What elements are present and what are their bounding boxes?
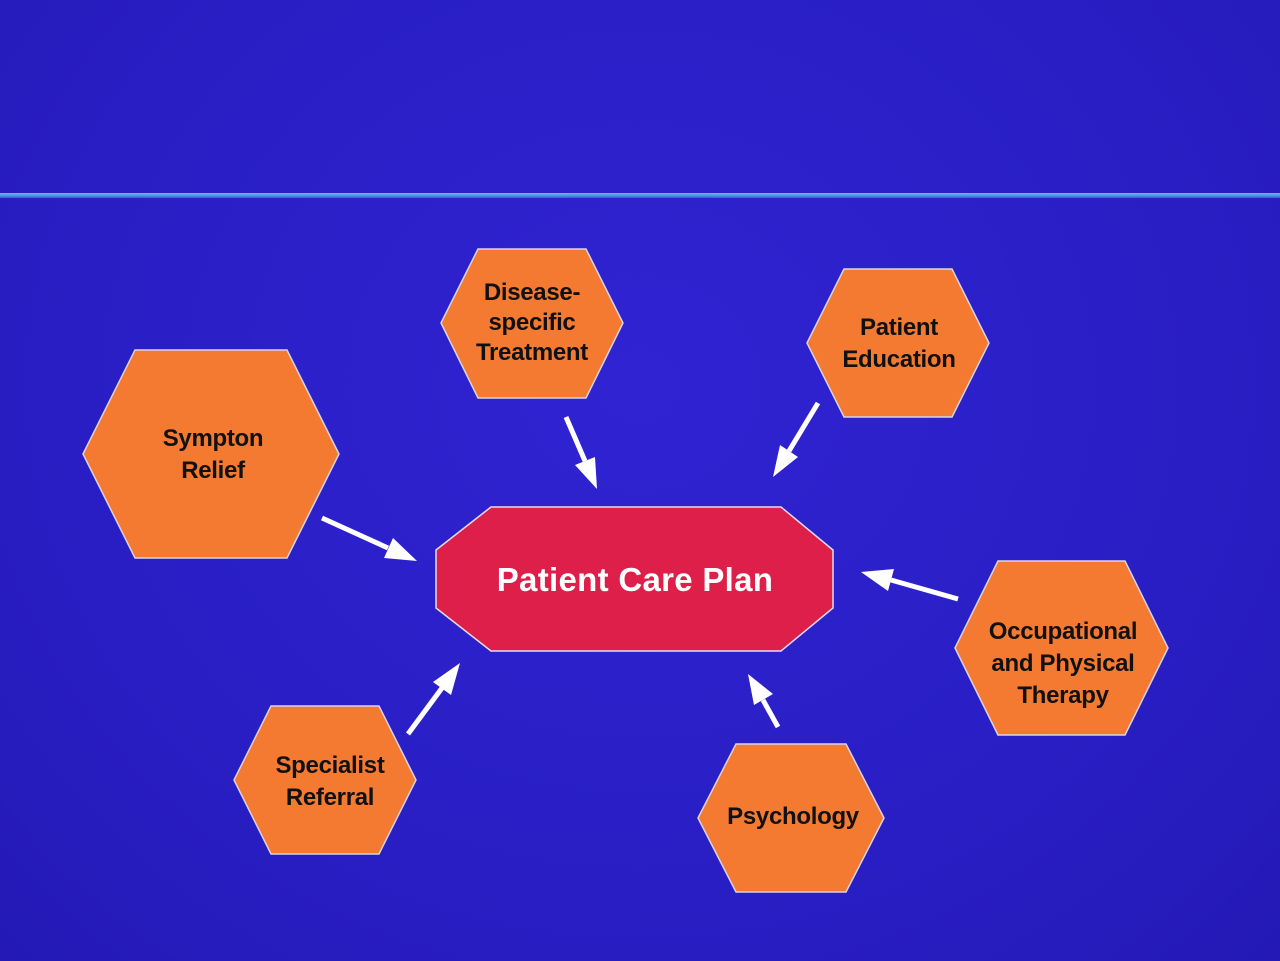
- hexagon-occupational-physical-therapy: [954, 560, 1169, 736]
- arrow-from-specialist-referral: [405, 663, 460, 736]
- node-label-specialist-referral: Specialist Referral: [275, 752, 385, 811]
- hexagon-specialist-referral: [233, 705, 417, 855]
- hexagon-patient-education: [806, 268, 990, 418]
- arrow-from-sympton-relief: [320, 515, 417, 561]
- node-label-patient-education: Patient Education: [842, 314, 956, 373]
- node-label-sympton-relief: Sympton Relief: [162, 425, 264, 484]
- center-octagon: [435, 506, 834, 652]
- arrow-from-disease-specific-treatment: [563, 416, 597, 489]
- arrow-from-occupational-physical-therapy: [861, 569, 959, 602]
- hexagon-sympton-relief: [82, 349, 340, 559]
- hexagon-psychology: [697, 743, 885, 893]
- center-label-patient-care-plan: Patient Care Plan: [496, 561, 774, 598]
- header-divider-line: [0, 193, 1280, 198]
- arrow-from-psychology: [748, 674, 781, 729]
- node-label-disease-specific-treatment: Disease- specific Treatment: [475, 279, 588, 366]
- arrow-from-patient-education: [773, 401, 821, 477]
- hexagon-disease-specific-treatment: [440, 248, 624, 399]
- node-label-occupational-physical-therapy: Occupational and Physical Therapy: [988, 618, 1138, 709]
- node-label-psychology: Psychology: [727, 803, 859, 830]
